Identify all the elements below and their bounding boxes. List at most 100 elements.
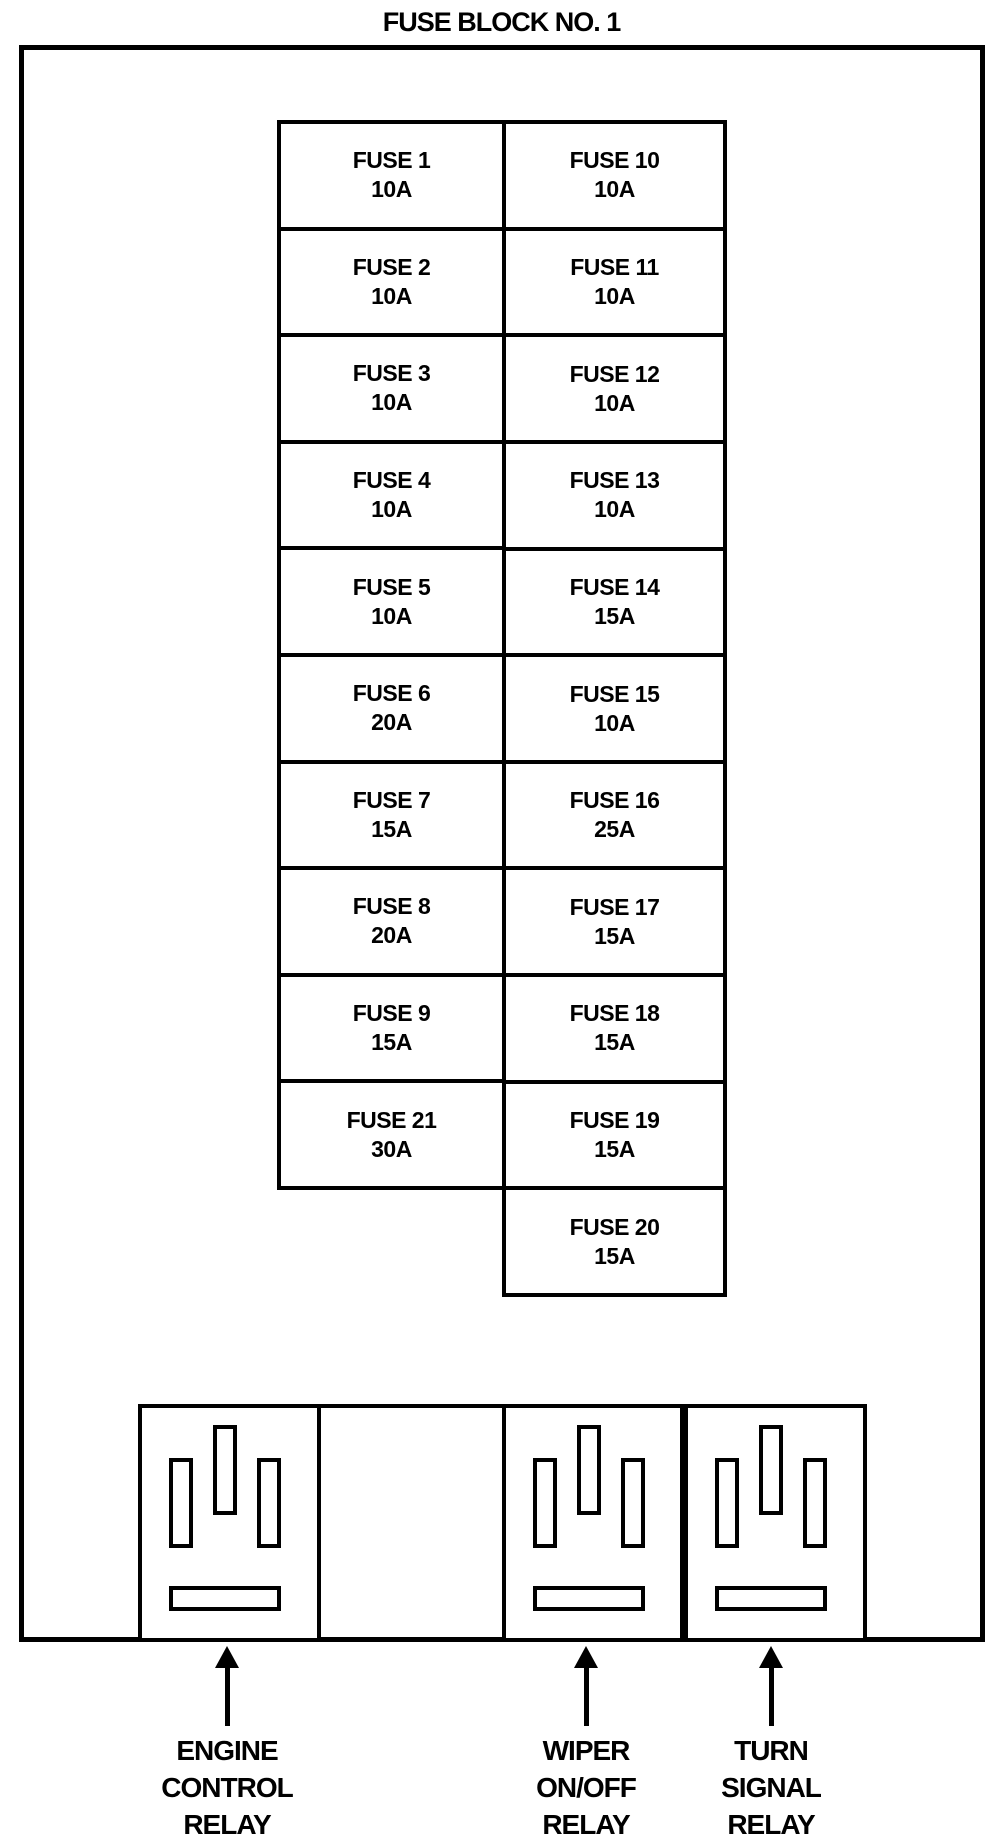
relay-pin-right	[621, 1458, 645, 1548]
fuse-cell-21: FUSE 21 30A	[281, 1083, 502, 1186]
label-line: ENGINE	[176, 1735, 278, 1766]
fuse-cell-18: FUSE 18 15A	[506, 977, 723, 1084]
fuse-cell-1: FUSE 1 10A	[281, 124, 502, 231]
fuse-name: FUSE 4	[352, 467, 431, 494]
engine-control-relay-label: ENGINE CONTROL RELAY	[107, 1732, 347, 1843]
fuse-name: FUSE 1	[352, 147, 431, 174]
fuse-rating: 10A	[594, 709, 635, 736]
relay-pin-left	[169, 1458, 193, 1548]
fuse-name: FUSE 21	[346, 1106, 437, 1133]
fuse-rating: 10A	[371, 389, 412, 416]
fuse-cell-6: FUSE 6 20A	[281, 657, 502, 764]
fuse-rating: 10A	[594, 176, 635, 203]
diagram-title: FUSE BLOCK NO. 1	[382, 7, 622, 37]
arrow-up-icon	[574, 1646, 598, 1726]
fuse-rating: 10A	[371, 282, 412, 309]
arrow-stem	[768, 1668, 774, 1726]
relay-pin-bar	[169, 1586, 281, 1611]
fuse-rating: 15A	[594, 602, 635, 629]
fuse-name: FUSE 17	[569, 893, 660, 920]
fuse-name: FUSE 8	[352, 893, 431, 920]
fuse-cell-14: FUSE 14 15A	[506, 551, 723, 658]
fuse-rating: 25A	[594, 816, 635, 843]
fuse-cell-20: FUSE 20 15A	[506, 1190, 723, 1293]
fuse-cell-2: FUSE 2 10A	[281, 231, 502, 338]
label-line: RELAY	[183, 1809, 271, 1840]
fuse-name: FUSE 6	[352, 680, 431, 707]
relay-pin-middle	[759, 1425, 783, 1515]
fuse-name: FUSE 3	[352, 360, 431, 387]
label-line: TURN	[734, 1735, 809, 1766]
fuse-name: FUSE 14	[569, 573, 660, 600]
fuse-name: FUSE 12	[569, 360, 660, 387]
fuse-rating: 10A	[594, 389, 635, 416]
fuse-cell-10: FUSE 10 10A	[506, 124, 723, 231]
label-line: RELAY	[542, 1809, 630, 1840]
relay-pin-right	[803, 1458, 827, 1548]
label-line: SIGNAL	[721, 1772, 822, 1803]
fuse-name: FUSE 18	[569, 1000, 660, 1027]
wiper-on-off-relay-label: WIPER ON/OFF RELAY	[466, 1732, 706, 1843]
fuse-rating: 10A	[594, 282, 635, 309]
relay-pin-middle	[577, 1425, 601, 1515]
fuse-rating: 15A	[371, 815, 412, 842]
relay-pin-middle	[213, 1425, 237, 1515]
fuse-rating: 15A	[594, 1242, 635, 1269]
fuse-cell-15: FUSE 15 10A	[506, 657, 723, 764]
fuse-cell-13: FUSE 13 10A	[506, 444, 723, 551]
fuse-rating: 15A	[594, 922, 635, 949]
fuse-name: FUSE 16	[569, 787, 660, 814]
fuse-rating: 10A	[371, 176, 412, 203]
fuse-cell-9: FUSE 9 15A	[281, 977, 502, 1084]
fuse-name: FUSE 9	[352, 1000, 431, 1027]
fuse-rating: 10A	[594, 496, 635, 523]
arrow-head	[215, 1646, 239, 1668]
fuse-name: FUSE 10	[569, 147, 660, 174]
fuse-name: FUSE 19	[569, 1107, 660, 1134]
fuse-rating: 20A	[371, 922, 412, 949]
fuse-cell-11: FUSE 11 10A	[506, 231, 723, 338]
fuse-cell-5: FUSE 5 10A	[281, 550, 502, 657]
fuse-cell-12: FUSE 12 10A	[506, 337, 723, 444]
fuse-rating: 20A	[371, 709, 412, 736]
fuse-name: FUSE 20	[569, 1213, 660, 1240]
fuse-cell-16: FUSE 16 25A	[506, 764, 723, 871]
arrow-stem	[583, 1668, 589, 1726]
fuse-cell-8: FUSE 8 20A	[281, 870, 502, 977]
fuse-column-left: FUSE 1 10A FUSE 2 10A FUSE 3 10A FUSE 4 …	[277, 120, 502, 1190]
label-line: RELAY	[727, 1809, 815, 1840]
arrow-head	[574, 1646, 598, 1668]
arrow-head	[759, 1646, 783, 1668]
label-line: CONTROL	[161, 1772, 293, 1803]
fuse-name: FUSE 2	[352, 253, 431, 280]
fuse-name: FUSE 11	[570, 253, 659, 280]
fuse-rating: 15A	[371, 1029, 412, 1056]
fuse-cell-4: FUSE 4 10A	[281, 444, 502, 551]
fuse-name: FUSE 7	[352, 786, 431, 813]
relay-pin-right	[257, 1458, 281, 1548]
relay-pin-left	[533, 1458, 557, 1548]
fuse-cell-17: FUSE 17 15A	[506, 870, 723, 978]
label-line: ON/OFF	[536, 1772, 637, 1803]
fuse-rating: 15A	[594, 1029, 635, 1056]
arrow-up-icon	[759, 1646, 783, 1726]
label-line: WIPER	[542, 1735, 631, 1766]
fuse-rating: 15A	[594, 1136, 635, 1163]
arrow-stem	[224, 1668, 230, 1726]
fuse-cell-7: FUSE 7 15A	[281, 764, 502, 871]
fuse-rating: 10A	[371, 496, 412, 523]
fuse-cell-3: FUSE 3 10A	[281, 337, 502, 444]
fuse-name: FUSE 15	[569, 680, 660, 707]
fuse-name: FUSE 13	[569, 467, 660, 494]
relay-pin-bar	[533, 1586, 645, 1611]
wiper-on-off-relay-symbol	[502, 1404, 684, 1642]
arrow-up-icon	[215, 1646, 239, 1726]
relay-pin-bar	[715, 1586, 827, 1611]
relay-band-top-line	[321, 1404, 502, 1408]
engine-control-relay-symbol	[138, 1404, 321, 1642]
fuse-cell-19: FUSE 19 15A	[506, 1084, 723, 1191]
fuse-name: FUSE 5	[352, 573, 431, 600]
fuse-column-right: FUSE 10 10A FUSE 11 10A FUSE 12 10A FUSE…	[502, 120, 727, 1297]
turn-signal-relay-symbol	[684, 1404, 867, 1642]
fuse-rating: 10A	[371, 602, 412, 629]
